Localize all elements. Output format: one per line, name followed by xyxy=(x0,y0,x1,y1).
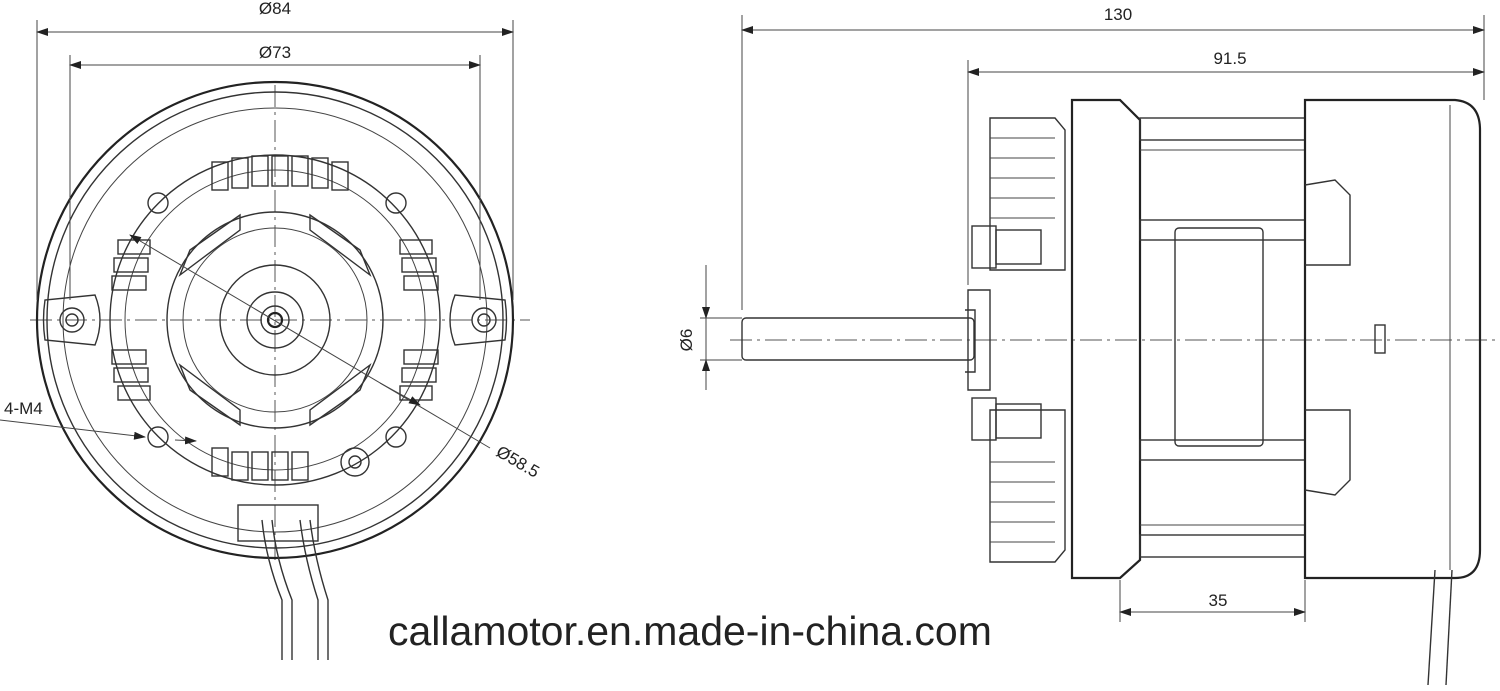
right-vent-slots xyxy=(399,239,439,401)
rear-bracket xyxy=(1303,98,1482,580)
dim-mount-diameter: Ø73 xyxy=(259,43,291,62)
bottom-vent-slots xyxy=(211,447,309,481)
dim-body-length: 91.5 xyxy=(1213,49,1246,68)
top-vent-slots xyxy=(211,155,349,191)
front-view: Ø84 Ø73 Ø58.5 4-M4 xyxy=(0,0,543,660)
motor-shaft xyxy=(741,317,975,361)
dim-total-length: 130 xyxy=(1104,5,1132,24)
dim-bracket-length: 35 xyxy=(1209,591,1228,610)
dim-holes-callout: 4-M4 xyxy=(4,399,43,418)
dim-outer-diameter: Ø84 xyxy=(259,0,291,18)
mounting-ear-right xyxy=(449,294,508,346)
bolt-holes xyxy=(147,192,407,448)
fan-fins-lower xyxy=(971,397,1066,563)
side-view: 130 91.5 Ø6 35 xyxy=(677,5,1500,686)
dim-shaft-diameter: Ø6 xyxy=(677,329,696,352)
fan-fins-upper xyxy=(971,117,1066,271)
watermark: callamotor.en.made-in-china.com xyxy=(388,608,992,654)
front-bracket xyxy=(1070,98,1142,580)
dim-bolt-circle: Ø58.5 xyxy=(493,442,543,482)
mounting-ear-left xyxy=(42,294,101,346)
